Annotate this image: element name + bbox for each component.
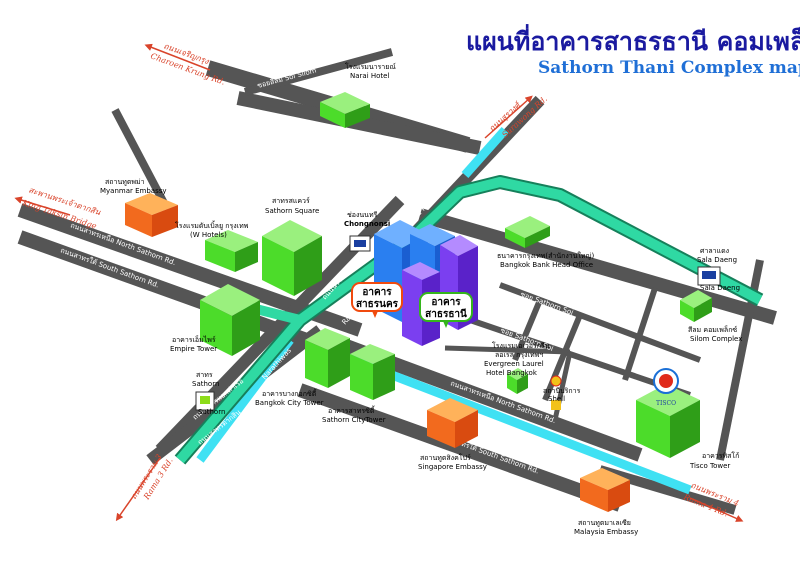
svg-text:Sala Daeng: Sala Daeng	[700, 284, 740, 292]
svg-text:Evergreen Laurel: Evergreen Laurel	[484, 360, 544, 368]
svg-text:Silom Complex: Silom Complex	[690, 335, 742, 343]
svg-text:Narai Hotel: Narai Hotel	[350, 72, 389, 80]
svg-text:TISCO: TISCO	[656, 400, 676, 407]
building-singapore-embassy: สถานทูตสิงคโปร์ Singapore Embassy	[418, 398, 487, 471]
svg-text:สถานีบริการ: สถานีบริการ	[543, 387, 581, 395]
svg-text:สถานทูตสิงคโปร์: สถานทูตสิงคโปร์	[420, 453, 471, 462]
svg-text:สถานทูตมาเลเซีย: สถานทูตมาเลเซีย	[578, 519, 631, 527]
shell-station: สถานีบริการ Shell	[543, 375, 581, 410]
building-bangkok-city-tower: อาคารบางกอกซิตี้ Bangkok City Tower	[255, 328, 350, 407]
canal	[196, 127, 692, 495]
svg-text:อาคาร: อาคาร	[362, 287, 392, 298]
svg-text:โรงแรมดับเบิ้ลยู กรุงเทพ: โรงแรมดับเบิ้ลยู กรุงเทพ	[175, 219, 249, 230]
svg-text:Singapore Embassy: Singapore Embassy	[418, 463, 487, 471]
svg-text:อาคารสาทรซิตี้: อาคารสาทรซิตี้	[328, 404, 375, 415]
svg-text:สาทรสแควร์: สาทรสแควร์	[272, 197, 310, 205]
callout-sathorn-nakorn: อาคาร สาธรนคร	[351, 282, 403, 318]
callout-sathorn-thani: อาคาร สาธรธานี	[419, 292, 473, 328]
svg-text:Sathorn: Sathorn	[198, 408, 225, 416]
svg-text:Myanmar Embassy: Myanmar Embassy	[100, 187, 167, 195]
svg-text:สีลม คอมเพล็กซ์: สีลม คอมเพล็กซ์	[688, 325, 737, 334]
building-tisco-tower: TISCO อาคารทิสโก้ Tisco Tower	[636, 368, 739, 470]
building-evergreen-laurel: โรงแรมเอเวอร์กรีน ลอเรล กรุงเทพฯ Evergre…	[484, 341, 550, 394]
svg-text:อาคาร: อาคาร	[431, 297, 461, 308]
svg-text:อาคารเอ็มไพร์: อาคารเอ็มไพร์	[172, 335, 216, 344]
road-soi-left	[111, 108, 169, 207]
svg-text:Sathorn CityTower: Sathorn CityTower	[322, 416, 386, 424]
svg-text:ศาลาแดง: ศาลาแดง	[700, 247, 729, 255]
svg-text:ลอเรล กรุงเทพฯ: ลอเรล กรุงเทพฯ	[495, 351, 543, 359]
svg-text:อาคารบางกอกซิตี้: อาคารบางกอกซิตี้	[262, 387, 317, 398]
building-narai-hotel: โรงแรมนารายณ์ Narai Hotel	[320, 62, 396, 128]
svg-text:สาธรธานี: สาธรธานี	[425, 308, 467, 320]
station-sathorn: Sathorn สาทร Sathorn	[192, 371, 225, 416]
label-soi-mid1: ซอย Sathorn Soi	[519, 290, 574, 317]
building-sathorn-city-tower: อาคารสาทรซิตี้ Sathorn CityTower	[322, 344, 395, 424]
svg-text:โรงแรมเอเวอร์กรีน: โรงแรมเอเวอร์กรีน	[492, 341, 550, 350]
building-silom-complex: สีลม คอมเพล็กซ์ Silom Complex	[680, 290, 742, 343]
svg-text:Sathorn Square: Sathorn Square	[265, 207, 319, 215]
svg-text:Tisco Tower: Tisco Tower	[689, 462, 730, 470]
building-empire-tower: อาคารเอ็มไพร์ Empire Tower	[170, 284, 260, 356]
building-bangkok-bank: ธนาคารกรุงเทพ(สำนักงานใหญ่) Bangkok Bank…	[497, 216, 594, 269]
svg-text:สาธรนคร: สาธรนคร	[356, 299, 399, 310]
station-sala-daeng: Sala Daeng ศาลาแดง Sala Daeng	[697, 247, 740, 292]
svg-text:Sala Daeng: Sala Daeng	[697, 256, 737, 264]
svg-text:อาคารทิสโก้: อาคารทิสโก้	[702, 451, 739, 460]
road-soi-top	[243, 48, 394, 96]
svg-text:(W Hotels): (W Hotels)	[190, 231, 227, 239]
svg-text:ช่องนนทรี: ช่องนนทรี	[347, 211, 378, 219]
map-title-thai: แผนที่อาคารสาธรธานี คอมเพล็กซ์	[466, 27, 800, 56]
station-chongnonsi: ช่องนนทรี Chongnonsi	[344, 211, 390, 252]
svg-text:Chongnonsi: Chongnonsi	[344, 220, 390, 228]
svg-text:Hotel Bangkok: Hotel Bangkok	[486, 369, 538, 377]
building-sathorn-square: สาทรสแควร์ Sathorn Square	[262, 197, 322, 296]
svg-text:Empire Tower: Empire Tower	[170, 345, 217, 353]
road-south-sathorn-east	[297, 383, 623, 512]
svg-text:Shell: Shell	[548, 395, 565, 403]
svg-text:สาทร: สาทร	[196, 371, 213, 379]
road-soi-mid1	[498, 282, 702, 363]
road-silom-upper	[236, 91, 482, 155]
svg-text:Malaysia Embassy: Malaysia Embassy	[574, 528, 638, 536]
svg-text:ธนาคารกรุงเทพ(สำนักงานใหญ่): ธนาคารกรุงเทพ(สำนักงานใหญ่)	[497, 251, 594, 260]
building-malaysia-embassy: สถานทูตมาเลเซีย Malaysia Embassy	[574, 468, 638, 536]
road-silom-right	[418, 208, 777, 325]
svg-text:Bangkok City Tower: Bangkok City Tower	[255, 399, 324, 407]
svg-text:สถานทูตพม่า: สถานทูตพม่า	[105, 178, 145, 186]
svg-text:Sathorn: Sathorn	[192, 380, 219, 388]
svg-text:โรงแรมนารายณ์: โรงแรมนารายณ์	[345, 62, 396, 71]
map-title-english: Sathorn Thani Complex map	[538, 58, 800, 78]
building-myanmar-embassy: สถานทูตพม่า Myanmar Embassy	[100, 178, 178, 237]
road-rama4	[598, 465, 737, 515]
svg-text:Bangkok Bank Head Office: Bangkok Bank Head Office	[500, 261, 593, 269]
building-w-hotel: โรงแรมดับเบิ้ลยู กรุงเทพ (W Hotels)	[175, 219, 258, 272]
